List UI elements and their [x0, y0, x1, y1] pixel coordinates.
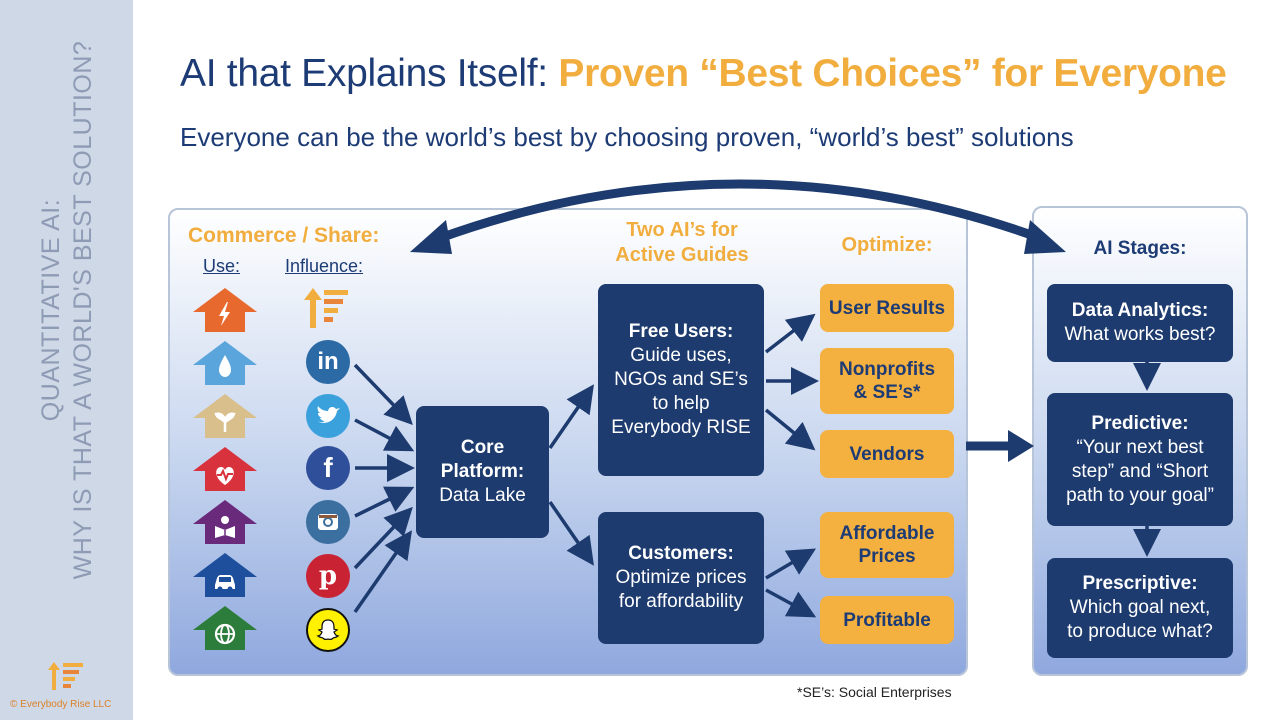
- arrow-to-ai-stages-head: [1008, 430, 1034, 462]
- ai-stages-heading: AI Stages:: [1093, 238, 1187, 259]
- two-ais-heading-line1: Two AI’s for: [626, 219, 738, 241]
- affordable-line2: Prices: [858, 546, 916, 567]
- data-analytics-title: Data Analytics:: [1071, 300, 1209, 321]
- sprout-icon[interactable]: [193, 394, 257, 438]
- ghost-glyph: [316, 619, 340, 641]
- profitable-label: Profitable: [843, 609, 931, 631]
- everybody-rise-logo-icon: [304, 288, 348, 328]
- two-ais-heading: Two AI’s for Active Guides: [600, 218, 764, 268]
- copyright-text: © Everybody Rise LLC: [10, 699, 112, 710]
- free-users-line: to help: [652, 393, 710, 414]
- vendors-box: Vendors: [820, 430, 954, 478]
- camera-glyph: [318, 514, 338, 530]
- optimize-heading: Optimize:: [841, 234, 933, 256]
- free-users-line: Everybody RISE: [611, 417, 751, 438]
- nonprofits-line2: & SE’s*: [853, 382, 921, 403]
- core-title-line1: Core: [460, 437, 505, 458]
- predictive-line: step” and “Short: [1071, 460, 1209, 482]
- title-part1: AI that Explains Itself:: [180, 52, 559, 95]
- prescriptive-box: Prescriptive: Which goal next, to produc…: [1047, 558, 1233, 658]
- water-drop-icon[interactable]: [193, 341, 257, 385]
- car-icon[interactable]: [193, 553, 257, 597]
- predictive-title: Predictive:: [1091, 412, 1189, 434]
- footnote: *SE’s: Social Enterprises: [797, 684, 952, 700]
- sidebar-vertical-title: QUANTITATIVE AI: WHY IS THAT A WORLD'S B…: [35, 30, 99, 590]
- pinterest-glyph: p: [318, 561, 338, 591]
- everybody-rise-logo-icon: [48, 662, 83, 690]
- core-platform-box: Core Platform: Data Lake: [416, 406, 549, 538]
- snapchat-icon[interactable]: [306, 608, 350, 652]
- sidebar-title-line1: QUANTITATIVE AI:: [37, 198, 65, 422]
- instagram-icon[interactable]: [306, 500, 350, 544]
- sidebar-title-line2: WHY IS THAT A WORLD'S BEST SOLUTION?: [69, 40, 97, 580]
- two-ais-heading-line2: Active Guides: [615, 244, 749, 266]
- sidebar: QUANTITATIVE AI: WHY IS THAT A WORLD'S B…: [0, 0, 133, 720]
- free-users-line: NGOs and SE’s: [614, 369, 748, 390]
- user-results-label: User Results: [828, 297, 946, 319]
- core-subtitle: Data Lake: [439, 485, 526, 506]
- data-analytics-line: What works best?: [1064, 324, 1216, 345]
- lightning-icon[interactable]: [193, 288, 257, 332]
- facebook-icon[interactable]: f: [306, 446, 350, 490]
- core-title-line2: Platform:: [440, 461, 525, 482]
- prescriptive-line: to produce what?: [1067, 621, 1213, 642]
- page-title: AI that Explains Itself: Proven “Best Ch…: [180, 52, 1227, 96]
- customers-line: for affordability: [618, 591, 744, 612]
- user-results-box: User Results: [820, 284, 954, 332]
- customers-title: Customers:: [628, 543, 734, 564]
- linkedin-icon[interactable]: in: [306, 340, 350, 384]
- profitable-box: Profitable: [820, 596, 954, 644]
- customers-box: Customers: Optimize prices for affordabi…: [598, 512, 764, 644]
- facebook-glyph: f: [323, 452, 333, 483]
- twitter-bird-glyph: [317, 406, 340, 423]
- book-reader-icon[interactable]: [193, 500, 257, 544]
- influence-label: Influence:: [285, 256, 364, 276]
- prescriptive-line: Which goal next,: [1069, 597, 1211, 618]
- twitter-icon[interactable]: [306, 394, 350, 438]
- affordable-prices-box: Affordable Prices: [820, 512, 954, 578]
- nonprofits-line1: Nonprofits: [838, 359, 936, 380]
- free-users-title: Free Users:: [628, 321, 734, 342]
- linkedin-glyph: in: [317, 348, 339, 375]
- vendors-label: Vendors: [849, 443, 925, 465]
- customers-line: Optimize prices: [615, 567, 747, 588]
- use-label: Use:: [203, 256, 241, 276]
- commerce-share-heading: Commerce / Share:: [188, 224, 380, 247]
- predictive-line: “Your next best: [1076, 436, 1204, 458]
- title-highlight: Proven “Best Choices” for Everyone: [558, 52, 1227, 95]
- pinterest-icon[interactable]: p: [306, 554, 350, 598]
- page-subtitle: Everyone can be the world’s best by choo…: [180, 122, 1074, 152]
- nonprofits-box: Nonprofits & SE’s*: [820, 348, 954, 414]
- affordable-line1: Affordable: [839, 523, 935, 544]
- predictive-box: Predictive: “Your next best step” and “S…: [1047, 393, 1233, 526]
- predictive-line: path to your goal”: [1066, 484, 1214, 506]
- free-users-line: Guide uses,: [630, 345, 732, 366]
- globe-icon[interactable]: [193, 606, 257, 650]
- prescriptive-title: Prescriptive:: [1082, 573, 1198, 594]
- heartbeat-icon[interactable]: [193, 447, 257, 491]
- data-analytics-box: Data Analytics: What works best?: [1047, 284, 1233, 362]
- free-users-box: Free Users: Guide uses, NGOs and SE’s to…: [598, 284, 764, 476]
